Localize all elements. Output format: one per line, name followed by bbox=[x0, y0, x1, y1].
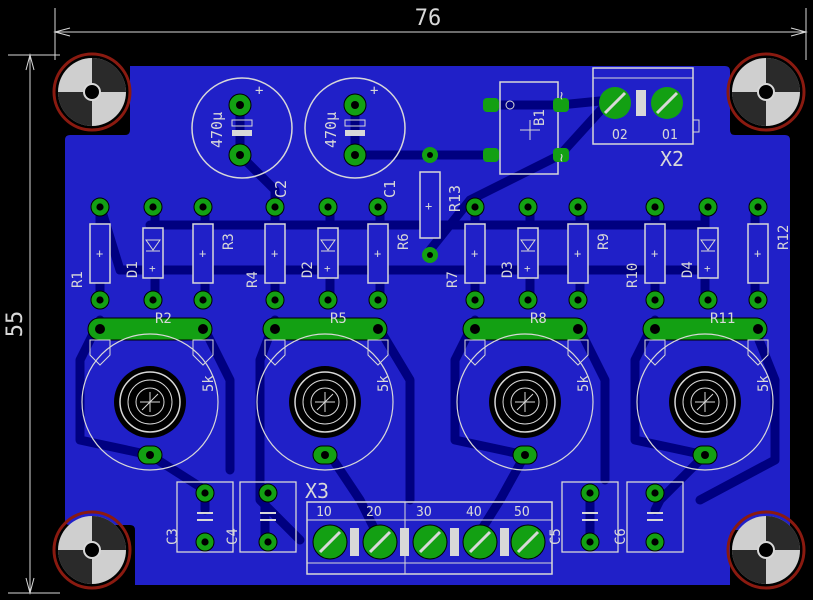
label-r11: R11 bbox=[710, 311, 735, 327]
cap-c1-label: C1 bbox=[381, 180, 399, 198]
bridge-rectifier bbox=[483, 81, 569, 175]
bridge-pin-ac2: ~ bbox=[554, 154, 570, 162]
x3-pin-3: 3O bbox=[412, 505, 459, 560]
label-d4: D4 bbox=[680, 261, 696, 278]
dimension-top bbox=[53, 8, 808, 60]
svg-text:+: + bbox=[374, 247, 381, 261]
label-r4: R4 bbox=[245, 271, 261, 288]
svg-text:+: + bbox=[651, 247, 658, 261]
bridge-label: B1 bbox=[532, 109, 548, 126]
trim-value-3: 5k bbox=[576, 375, 592, 392]
svg-text:5O: 5O bbox=[514, 505, 530, 520]
label-r3: R3 bbox=[221, 233, 237, 250]
trim-value-1: 5k bbox=[201, 375, 217, 392]
svg-text:+: + bbox=[754, 247, 761, 261]
dimension-left bbox=[8, 53, 60, 595]
capacitor-c3: C3 bbox=[165, 481, 234, 553]
svg-text:C4: C4 bbox=[225, 528, 241, 545]
x3-label: X3 bbox=[305, 479, 329, 503]
label-r12: R12 bbox=[776, 225, 792, 250]
x3-pin-4: 4O bbox=[462, 505, 509, 560]
cap-c1-value: 470µ bbox=[322, 112, 340, 148]
x3-pin-2: 2O bbox=[362, 505, 409, 560]
resistor-r13: + bbox=[419, 147, 441, 263]
resistor-r13-label: R13 bbox=[446, 185, 464, 212]
label-d3: D3 bbox=[500, 261, 516, 278]
svg-text:+: + bbox=[471, 247, 478, 261]
svg-text:4O: 4O bbox=[466, 505, 482, 520]
capacitor-c1: 470µ + bbox=[304, 77, 406, 179]
svg-text:+: + bbox=[199, 247, 206, 261]
cap-c2-value: 470µ bbox=[208, 112, 226, 148]
capacitor-c6: C6 bbox=[613, 481, 684, 553]
channels: +++R1D1R3R25k+++R4D2R6R55k+++R7D3R9R85k+… bbox=[70, 197, 792, 471]
svg-text:+: + bbox=[370, 83, 378, 99]
x2-pin-1: O2 bbox=[612, 128, 628, 143]
svg-text:3O: 3O bbox=[416, 505, 432, 520]
svg-text:1O: 1O bbox=[316, 505, 332, 520]
label-r6: R6 bbox=[396, 233, 412, 250]
svg-text:+: + bbox=[524, 262, 531, 275]
svg-text:C6: C6 bbox=[613, 528, 629, 545]
label-r7: R7 bbox=[445, 271, 461, 288]
height-dimension-label: 55 bbox=[3, 311, 28, 338]
svg-text:+: + bbox=[425, 199, 432, 213]
svg-text:2O: 2O bbox=[366, 505, 382, 520]
bridge-pin-ac1: ~ bbox=[554, 92, 570, 100]
label-r2: R2 bbox=[155, 311, 172, 327]
svg-text:+: + bbox=[324, 262, 331, 275]
capacitor-c2: 470µ + bbox=[191, 77, 293, 179]
trim-value-4: 5k bbox=[756, 375, 772, 392]
capacitor-c4: C4 bbox=[225, 481, 297, 553]
svg-text:+: + bbox=[255, 83, 263, 99]
bottom-capacitors: C3 C4 C5 C6 bbox=[165, 481, 684, 553]
x3-pins: 1O 2O 3O 4O 5O bbox=[312, 505, 546, 560]
label-r8: R8 bbox=[530, 311, 547, 327]
svg-text:C5: C5 bbox=[548, 528, 564, 545]
svg-text:+: + bbox=[704, 262, 711, 275]
svg-text:+: + bbox=[149, 262, 156, 275]
capacitor-c5: C5 bbox=[548, 481, 619, 553]
connector-x3 bbox=[306, 501, 553, 575]
label-r5: R5 bbox=[330, 311, 347, 327]
label-d1: D1 bbox=[125, 261, 141, 278]
svg-text:+: + bbox=[271, 247, 278, 261]
x3-pin-1: 1O bbox=[312, 505, 359, 560]
mounting-holes bbox=[52, 52, 806, 590]
connector-x2 bbox=[592, 67, 700, 145]
x3-pin-5: 5O bbox=[510, 505, 546, 560]
label-r10: R10 bbox=[625, 263, 641, 288]
label-d2: D2 bbox=[300, 261, 316, 278]
svg-text:+: + bbox=[574, 247, 581, 261]
x2-pin-2: O1 bbox=[662, 128, 678, 143]
label-r9: R9 bbox=[596, 233, 612, 250]
label-r1: R1 bbox=[70, 271, 86, 288]
svg-text:+: + bbox=[96, 247, 103, 261]
svg-text:C3: C3 bbox=[165, 528, 181, 545]
trim-value-2: 5k bbox=[376, 375, 392, 392]
width-dimension-label: 76 bbox=[415, 6, 442, 31]
cap-c2-label: C2 bbox=[272, 180, 290, 198]
x2-label: X2 bbox=[660, 147, 684, 171]
